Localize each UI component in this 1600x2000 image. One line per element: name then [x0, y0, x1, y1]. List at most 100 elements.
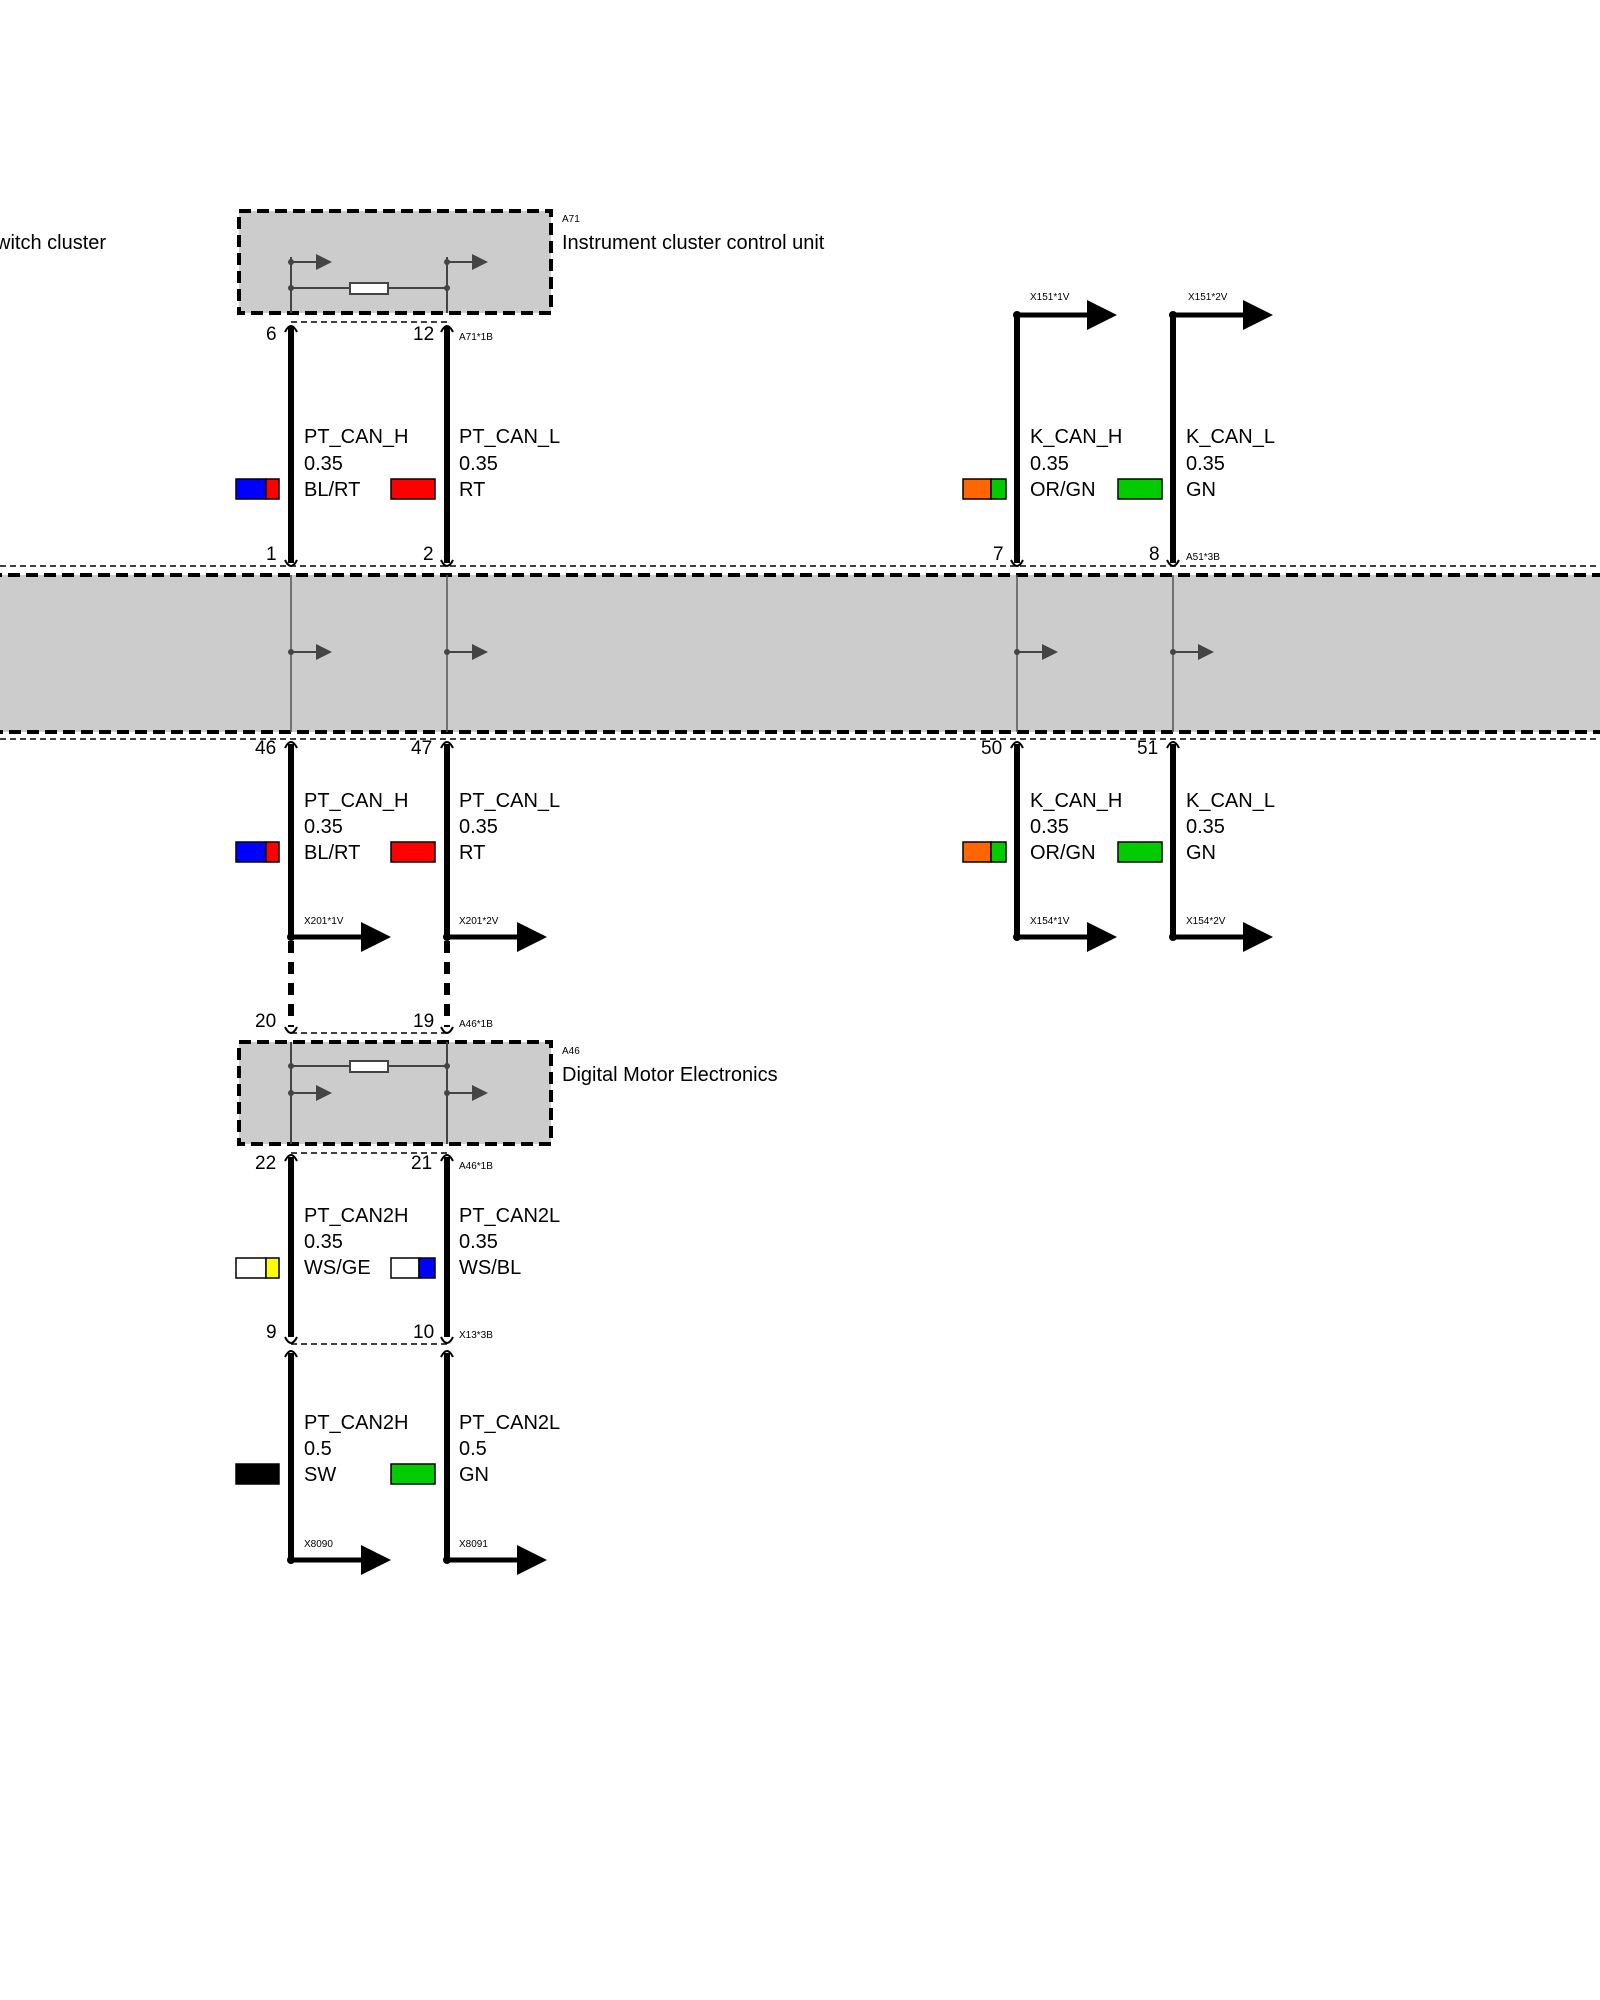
pin-terminal — [1166, 741, 1180, 749]
wire-signal: K_CAN_H — [1030, 426, 1122, 448]
color-swatch-rt — [390, 841, 436, 863]
wire-color: WS/BL — [459, 1257, 521, 1279]
wire-gauge: 0.35 — [1186, 816, 1225, 838]
color-swatch-or-gn — [962, 841, 1007, 863]
pin-21: 21 — [411, 1153, 432, 1174]
pin-terminal — [1010, 559, 1024, 567]
pin-terminal — [1166, 559, 1180, 567]
wire-signal: PT_CAN_L — [459, 790, 560, 812]
connector-a51-label: A51*3B — [1186, 552, 1220, 563]
node-dot — [288, 649, 294, 655]
wire-gauge: 0.35 — [304, 1231, 343, 1253]
color-swatch-sw — [235, 1463, 280, 1485]
pin-terminal — [440, 559, 454, 567]
connector-a46-top-label: A46*1B — [459, 1019, 493, 1030]
pin-20: 20 — [255, 1011, 276, 1032]
node-dot — [444, 1063, 450, 1069]
module-a71[interactable]: A71 Instrument cluster control unit — [237, 209, 825, 315]
connector-x151-1v: X151*1V — [1030, 292, 1070, 303]
wire-signal: PT_CAN_L — [459, 426, 560, 448]
wire-signal: PT_CAN_H — [304, 790, 408, 812]
node-dot — [288, 285, 294, 291]
pin-terminal — [440, 325, 454, 333]
wire-gauge: 0.35 — [1030, 816, 1069, 838]
wire-gauge: 0.35 — [304, 453, 343, 475]
color-swatch-gn — [1117, 478, 1163, 500]
pin-terminal — [284, 741, 298, 749]
wire-signal: PT_CAN_H — [304, 426, 408, 448]
node-dot — [288, 1063, 294, 1069]
connector-a46-bottom-label: A46*1B — [459, 1161, 493, 1172]
pin-terminal — [440, 1336, 454, 1344]
module-a51[interactable] — [0, 573, 1600, 734]
wire-gauge: 0.35 — [459, 453, 498, 475]
wire-color: WS/GE — [304, 1257, 371, 1279]
connector-x154-1v: X154*1V — [1030, 916, 1070, 927]
pin-51: 51 — [1137, 738, 1158, 759]
pin-6: 6 — [266, 324, 277, 345]
pin-terminal — [440, 741, 454, 749]
module-a46-name: Digital Motor Electronics — [562, 1064, 778, 1086]
wire-color: OR/GN — [1030, 479, 1096, 501]
connector-x201-1v: X201*1V — [304, 916, 344, 927]
wire-color: RT — [459, 479, 485, 501]
pin-terminal — [1010, 741, 1024, 749]
wire-color: OR/GN — [1030, 842, 1096, 864]
wire-gauge: 0.5 — [304, 1438, 332, 1460]
resistor-icon — [349, 282, 389, 295]
wire-gauge: 0.35 — [459, 816, 498, 838]
pin-terminal — [440, 1026, 454, 1034]
pin-22: 22 — [255, 1153, 276, 1174]
pin-9: 9 — [266, 1322, 277, 1343]
connector-x154-2v: X154*2V — [1186, 916, 1226, 927]
pin-terminal — [284, 1336, 298, 1344]
wire-color: BL/RT — [304, 479, 360, 501]
color-swatch-gn — [1117, 841, 1163, 863]
connector-x151-2v: X151*2V — [1188, 292, 1228, 303]
wire-signal: PT_CAN2L — [459, 1205, 560, 1227]
node-dot — [444, 649, 450, 655]
node-dot — [1170, 649, 1176, 655]
color-swatch-bl-rt — [235, 478, 280, 500]
pin-10: 10 — [413, 1322, 434, 1343]
color-swatch-bl-rt — [235, 841, 280, 863]
connector-x8090: X8090 — [304, 1539, 333, 1550]
color-swatch-gn — [390, 1463, 436, 1485]
pin-terminal — [284, 559, 298, 567]
color-swatch-or-gn — [962, 478, 1007, 500]
connector-a71-label: A71*1B — [459, 332, 493, 343]
pin-8: 8 — [1149, 544, 1160, 565]
wire-signal: K_CAN_H — [1030, 790, 1122, 812]
wire-signal: PT_CAN2L — [459, 1412, 560, 1434]
wire-color: SW — [304, 1464, 336, 1486]
switch-cluster-label: witch cluster — [0, 232, 106, 254]
node-dot — [288, 259, 294, 265]
resistor-icon — [349, 1060, 389, 1073]
node-dot — [444, 259, 450, 265]
wire-color: GN — [459, 1464, 489, 1486]
color-swatch-rt — [390, 478, 436, 500]
wire-gauge: 0.35 — [459, 1231, 498, 1253]
pin-50: 50 — [981, 738, 1002, 759]
pin-terminal — [284, 1350, 298, 1358]
module-a46[interactable]: A46 Digital Motor Electronics — [237, 1040, 778, 1146]
pin-terminal — [284, 1154, 298, 1162]
wire-gauge: 0.35 — [1186, 453, 1225, 475]
module-a46-box — [237, 1040, 553, 1146]
pin-terminal — [284, 325, 298, 333]
module-a71-name: Instrument cluster control unit — [562, 232, 825, 254]
module-a46-code: A46 — [562, 1046, 580, 1057]
wire-signal: K_CAN_L — [1186, 790, 1275, 812]
connector-x201-2v: X201*2V — [459, 916, 499, 927]
connector-x8091: X8091 — [459, 1539, 488, 1550]
pin-12: 12 — [413, 324, 434, 345]
wire-gauge: 0.5 — [459, 1438, 487, 1460]
node-dot — [1014, 649, 1020, 655]
pin-19: 19 — [413, 1011, 434, 1032]
pin-47: 47 — [411, 738, 432, 759]
pin-1: 1 — [266, 544, 277, 565]
module-a71-code: A71 — [562, 214, 580, 225]
wire-gauge: 0.35 — [1030, 453, 1069, 475]
module-a51-box — [0, 573, 1600, 734]
